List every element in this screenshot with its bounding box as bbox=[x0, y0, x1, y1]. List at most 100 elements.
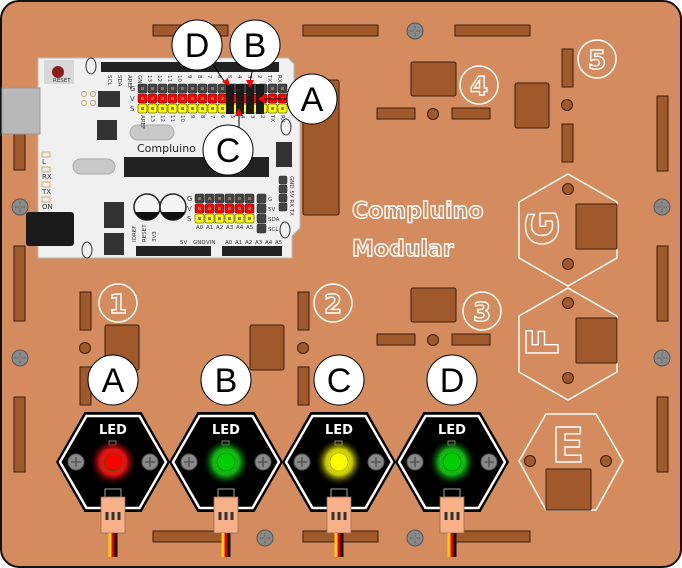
hex-slot-f: F bbox=[517, 287, 618, 401]
hex-letter-f: F bbox=[518, 327, 569, 357]
analog-pin-label: A0 bbox=[196, 225, 204, 231]
led-module-label: LED bbox=[212, 423, 240, 438]
callout-letter: B bbox=[215, 362, 238, 400]
callout-b-top: B bbox=[229, 19, 281, 71]
hex-letter-g: G bbox=[518, 210, 569, 246]
digital-pin-label-bottom: RX bbox=[279, 115, 285, 123]
power-pin-label: IOREF bbox=[132, 226, 138, 242]
status-led bbox=[41, 166, 51, 173]
power-pin-label: 3V3 bbox=[152, 231, 158, 242]
digital-pin-label-top: GND bbox=[136, 75, 142, 88]
svg-text:D: D bbox=[185, 27, 210, 65]
callout-module-a: A bbox=[87, 354, 139, 406]
screw-icon bbox=[480, 453, 498, 471]
cable-connector bbox=[326, 488, 352, 557]
svg-text:C: C bbox=[216, 132, 241, 170]
i2c-pin-label: 5V bbox=[268, 207, 275, 213]
digital-pin-label-top: 4 bbox=[236, 75, 242, 79]
slot-number-4: 4 bbox=[470, 72, 488, 102]
digital-pin-label-top: 2 bbox=[256, 75, 262, 79]
digital-pin-label-bottom: 11 bbox=[169, 115, 175, 122]
status-led-label: RX bbox=[42, 173, 52, 181]
screw-icon bbox=[406, 529, 424, 547]
status-led-label: L bbox=[42, 158, 46, 166]
cable-connector bbox=[100, 488, 126, 557]
title-compluino: Compluino bbox=[352, 199, 483, 224]
digital-pin-label-bottom: AREF bbox=[139, 115, 145, 129]
hex-letter-e: E bbox=[552, 418, 585, 474]
screw-icon bbox=[367, 453, 385, 471]
digital-pin-label-bottom: 5 bbox=[229, 115, 235, 119]
analog-pin-label: A3 bbox=[226, 225, 234, 231]
digital-pin-label-top: 8 bbox=[196, 75, 202, 79]
analog-pin-label: A4 bbox=[236, 225, 244, 231]
digital-pin-label-bottom: 4 bbox=[239, 115, 245, 119]
analog-header-label: A5 bbox=[275, 240, 283, 246]
led-light bbox=[103, 452, 123, 472]
screw-icon bbox=[653, 349, 671, 367]
slot-number-1: 1 bbox=[109, 290, 127, 320]
serial-pin bbox=[278, 175, 288, 185]
reset-button bbox=[52, 66, 64, 78]
analog-header-label: A1 bbox=[235, 240, 242, 246]
digital-pin-label-bottom: 3 bbox=[249, 115, 255, 119]
i2c-pin bbox=[256, 213, 267, 224]
status-led bbox=[41, 196, 51, 203]
digital-pin-label-bottom: TX bbox=[269, 114, 275, 122]
analog-pin-label: A2 bbox=[216, 225, 223, 231]
digital-pin-label-bottom: 7 bbox=[209, 115, 215, 119]
digital-pin-label-top: 3 bbox=[246, 75, 252, 79]
callout-module-c: C bbox=[313, 354, 365, 406]
analog-pin-label: A5 bbox=[246, 225, 254, 231]
screw-icon bbox=[180, 453, 198, 471]
digital-pin-label-bottom: 8 bbox=[199, 115, 205, 119]
cable-connector bbox=[213, 488, 239, 557]
row-label: V bbox=[130, 95, 135, 103]
analog-pin-label: A1 bbox=[206, 225, 213, 231]
row-label: S bbox=[130, 105, 135, 113]
hex-slot-g: G bbox=[517, 173, 618, 287]
row-label: V bbox=[187, 205, 192, 213]
callout-module-d: D bbox=[426, 354, 478, 406]
power-pin-label: RESET bbox=[142, 224, 148, 242]
led-module-label: LED bbox=[438, 423, 466, 438]
power-jack bbox=[26, 212, 74, 246]
status-led-label: ON bbox=[42, 203, 53, 211]
i2c-pin bbox=[256, 203, 267, 214]
hex-slot-e: E bbox=[518, 413, 624, 511]
status-led-label: TX bbox=[41, 188, 51, 196]
digital-pin-label-top: TX bbox=[266, 74, 272, 82]
slot-number-3: 3 bbox=[473, 298, 491, 328]
callout-a-top: A bbox=[286, 73, 338, 125]
callout-d-top: D bbox=[171, 19, 223, 71]
screw-icon bbox=[256, 529, 274, 547]
power-pin-label: GND bbox=[193, 240, 206, 246]
i2c-pin-label: G bbox=[268, 197, 272, 203]
usb-port bbox=[1, 87, 41, 135]
row-label: G bbox=[130, 85, 135, 93]
cable-connector bbox=[439, 488, 465, 557]
screw-icon bbox=[11, 349, 29, 367]
i2c-pin bbox=[256, 223, 267, 234]
serial-pin bbox=[278, 193, 288, 203]
status-led bbox=[41, 181, 51, 188]
digital-pin-label-top: 6 bbox=[216, 75, 222, 79]
i2c-pin bbox=[256, 193, 267, 204]
digital-pin-label-bottom: 12 bbox=[159, 115, 165, 122]
screw-icon bbox=[406, 453, 424, 471]
callout-letter: A bbox=[102, 362, 125, 400]
analog-header-label: A2 bbox=[245, 240, 252, 246]
serial-pin bbox=[278, 184, 288, 194]
led-module: LED bbox=[282, 412, 396, 557]
led-module: LED bbox=[169, 412, 283, 557]
led-light bbox=[329, 452, 349, 472]
callout-letter: D bbox=[440, 362, 465, 400]
pointer-arrows bbox=[209, 57, 290, 130]
analog-header-label: A4 bbox=[265, 240, 273, 246]
digital-pin-label-top: 13 bbox=[146, 75, 152, 82]
led-module-label: LED bbox=[325, 423, 353, 438]
i2c-pin-label: SDA bbox=[268, 217, 280, 223]
title-modular: Modular bbox=[352, 237, 454, 262]
mounting-slots bbox=[13, 24, 669, 543]
